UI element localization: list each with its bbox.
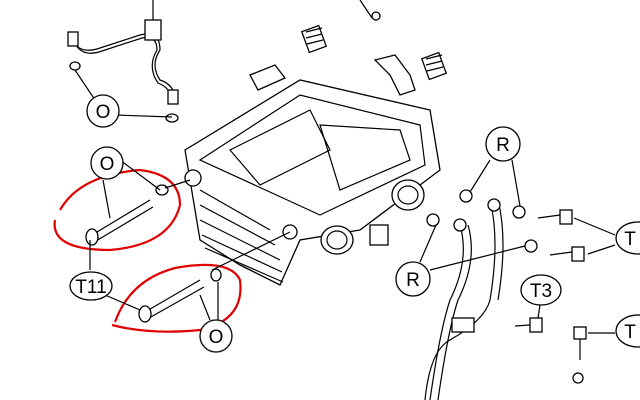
callout-r-top: R [485,126,521,162]
callout-t-right-lower: T [615,314,640,348]
highlight-circle-upper [53,168,182,252]
oil-pipe-top [67,0,179,123]
svg-text:O: O [209,327,224,348]
svg-text:O: O [100,154,115,175]
stud-bolt-upper [85,184,169,246]
leader-lines [74,69,616,334]
cylinder-head [184,79,441,286]
callout-t-right-upper: T [615,221,640,255]
callout-t11: T11 [69,271,113,301]
svg-text:R: R [496,135,510,156]
callout-o-top: O [86,94,120,128]
svg-text:T: T [624,322,636,343]
svg-text:R: R [406,270,420,291]
svg-text:T11: T11 [75,277,106,298]
svg-text:O: O [96,102,111,123]
washers-and-bolts [424,189,587,400]
svg-text:T3: T3 [530,281,552,302]
callout-t3: T3 [520,274,562,306]
callout-r-bottom: R [395,261,431,297]
callout-o-bottom: O [199,319,233,353]
callout-o-left: O [90,146,124,180]
stud-bolt-lower [138,268,222,323]
valve-springs [249,0,448,96]
svg-text:T: T [624,229,636,250]
highlight-circle-lower [111,263,242,333]
